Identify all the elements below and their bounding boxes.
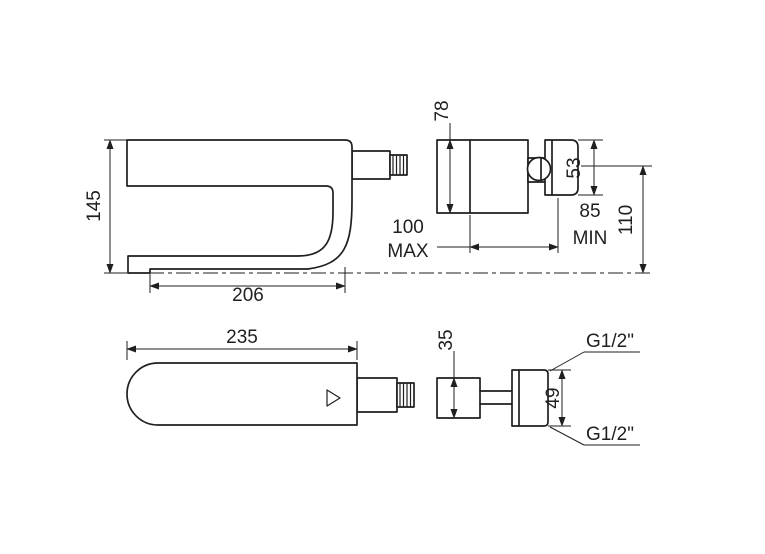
valve-plan-view: [436, 369, 549, 427]
spout-body-profile: [126, 139, 353, 274]
dim-max-label: MAX: [387, 241, 429, 262]
dimension-labels: 145 206 78 100 MAX 53 85 MIN 110 235 35 …: [84, 100, 637, 445]
thread-top-label: G1/2": [586, 331, 634, 352]
spout-inlet-thread: [389, 154, 408, 176]
valve-handle-circle: [526, 156, 552, 182]
dim-85-label: 85: [579, 201, 600, 222]
dimension-lines: [104, 123, 652, 446]
dim-145-label: 145: [84, 190, 105, 222]
spout-plan-thread: [396, 382, 415, 408]
spout-side-view: [126, 139, 408, 274]
dim-110-label: 110: [616, 205, 637, 235]
thread-bottom-label: G1/2": [586, 424, 634, 445]
valve-plan-body: [511, 369, 549, 427]
dim-100-label: 100: [392, 217, 424, 238]
valve-plan-cartridge: [436, 377, 481, 419]
dim-35-label: 35: [436, 329, 457, 350]
spout-plan-outline: [126, 362, 358, 426]
dim-78-label: 78: [432, 100, 453, 121]
valve-body: [436, 139, 529, 214]
spout-flow-marker: [326, 389, 341, 407]
dim-53-label: 53: [564, 157, 585, 178]
dim-235-label: 235: [226, 327, 258, 348]
dim-49-label: 49: [543, 387, 564, 408]
valve-trim-cap: [544, 139, 579, 196]
spout-plan-connector: [356, 377, 398, 413]
spout-inlet-connector: [351, 150, 391, 180]
leader-line-thread-top: [549, 351, 585, 372]
leader-line-thread-bottom: [549, 426, 585, 446]
valve-side-view: [436, 139, 579, 214]
spout-plan-view: [126, 362, 415, 426]
dim-206-label: 206: [232, 285, 264, 306]
dim-min-label: MIN: [573, 228, 608, 249]
